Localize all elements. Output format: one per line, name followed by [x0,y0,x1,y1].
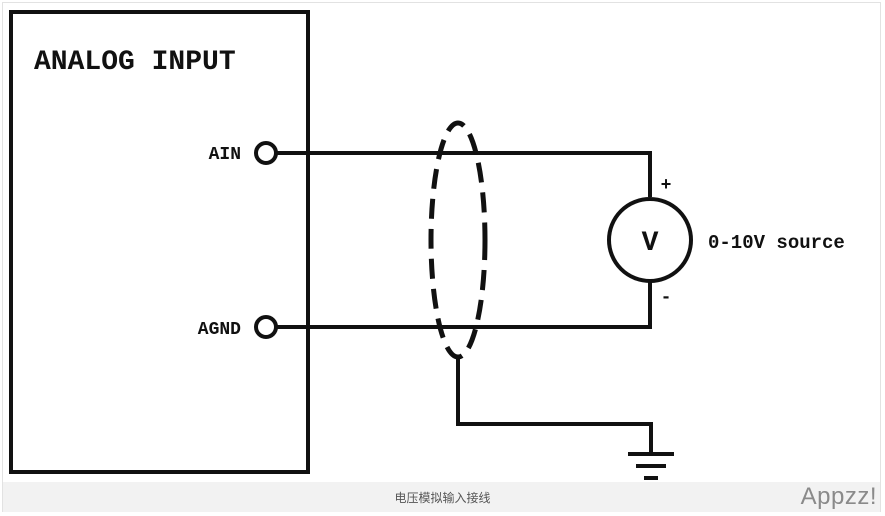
source-plus-sign: + [661,176,672,196]
ain-terminal [254,141,278,165]
shield-drain-wire [456,356,653,454]
ground-icon [628,452,674,480]
block-title: ANALOG INPUT [34,47,236,78]
watermark-logo: Appzz! [800,483,877,510]
agnd-terminal [254,315,278,339]
ain-signal-wire [276,151,652,197]
analog-input-block [9,10,310,474]
source-minus-sign: - [661,288,672,308]
caption-bar [3,482,880,512]
ain-terminal-label: AIN [209,145,241,165]
figure-caption: 电压模拟输入接线 [394,491,491,505]
cable-shield [428,120,488,360]
source-label: 0-10V source [708,232,845,254]
voltage-source-letter: V [642,228,659,259]
agnd-return-wire [276,282,652,329]
agnd-terminal-label: AGND [198,320,241,340]
voltage-source-symbol [607,197,693,283]
